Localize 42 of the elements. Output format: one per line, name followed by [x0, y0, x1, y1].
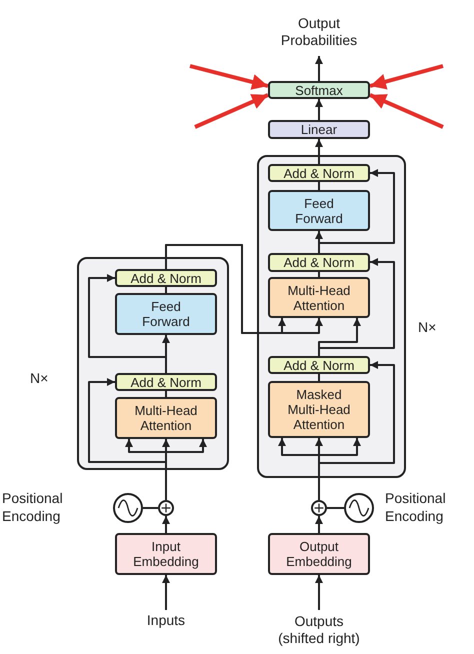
positional-encoding-label: Positional Encoding [385, 489, 447, 525]
softmax-box: Softmax [268, 81, 370, 99]
masked-attention-box: Masked Multi-Head Attention [268, 381, 370, 438]
arrow [318, 169, 395, 253]
arrow [162, 516, 170, 533]
arrow [318, 258, 395, 356]
feed-forward-box: Feed Forward [115, 293, 217, 335]
pointer-arrow [369, 93, 444, 129]
output-probabilities-text: Output Probabilities [269, 8, 369, 56]
add-norm-box: Add & Norm [268, 253, 370, 272]
inputs-text: Inputs [126, 610, 206, 630]
positional-encoding-label: Positional Encoding [2, 489, 64, 525]
arrow [315, 56, 323, 81]
sum-symbol [311, 500, 327, 516]
arrow [162, 575, 170, 610]
attention-box: Multi-Head Attention [115, 397, 217, 439]
arrow [315, 99, 323, 120]
encoder-layer-panel [77, 257, 229, 470]
arrow [315, 575, 323, 610]
repeat-count-label: N× [30, 369, 48, 387]
arrow [88, 274, 167, 373]
sine-wave-symbol [344, 493, 374, 523]
add-norm-box: Add & Norm [268, 164, 370, 182]
embedding-box: Input Embedding [115, 533, 217, 575]
pointer-arrow [369, 64, 444, 90]
repeat-count-label: N× [418, 318, 436, 336]
arrow [315, 516, 323, 533]
pointer-arrow [190, 64, 268, 90]
feed-forward-box: Feed Forward [268, 190, 370, 231]
add-norm-box: Add & Norm [115, 373, 217, 391]
arrow [315, 139, 323, 164]
sine-wave-symbol [113, 493, 143, 523]
attention-box: Multi-Head Attention [268, 277, 370, 318]
sum-symbol [158, 500, 174, 516]
add-norm-box: Add & Norm [268, 356, 370, 374]
linear-box: Linear [268, 120, 370, 139]
arrow [165, 244, 323, 334]
outputs-text: Outputs (shifted right) [274, 610, 364, 650]
embedding-box: Output Embedding [268, 533, 370, 575]
add-norm-box: Add & Norm [115, 269, 217, 287]
pointer-arrow [194, 93, 269, 129]
decoder-layer-panel [257, 155, 406, 478]
